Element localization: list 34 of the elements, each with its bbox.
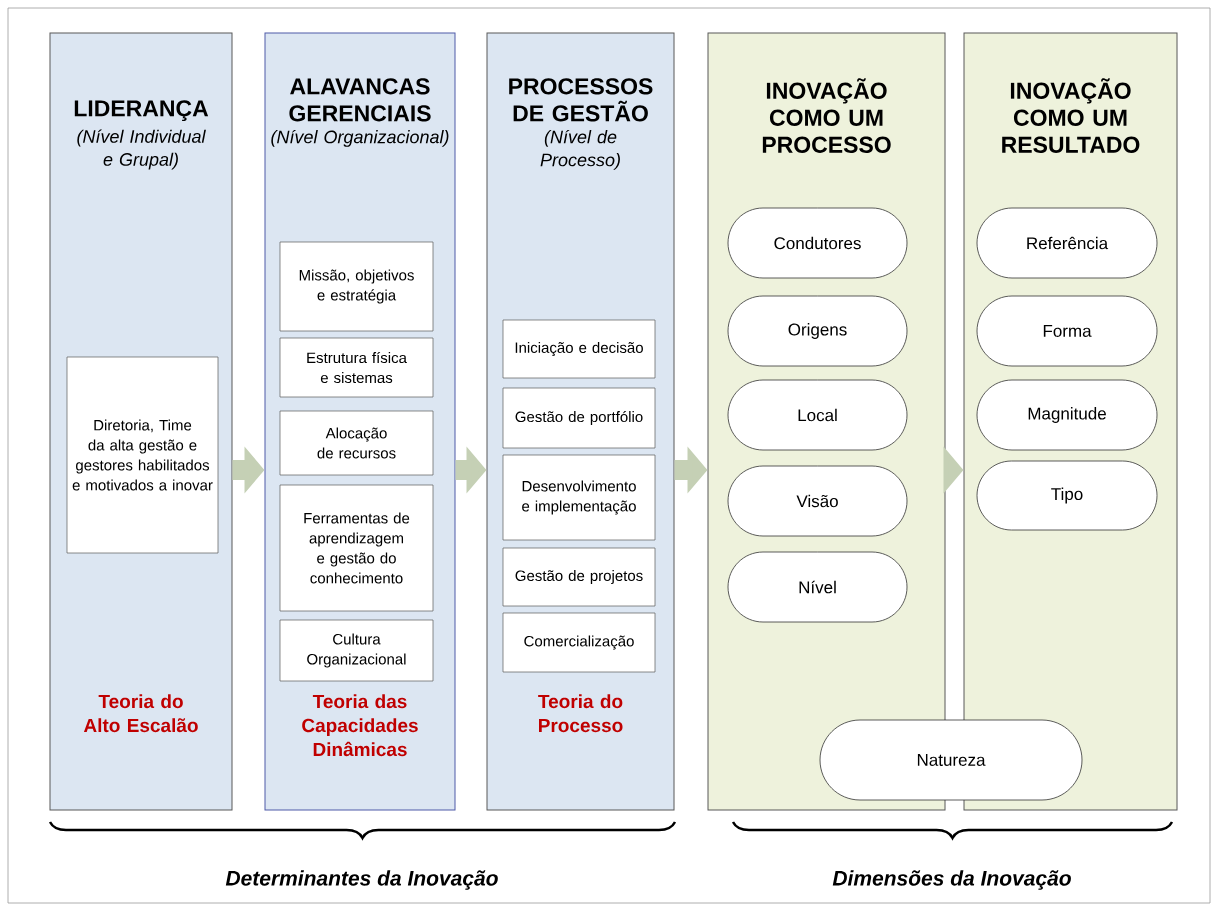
pill-box: Origens xyxy=(727,295,908,367)
text-box: Iniciação e decisão xyxy=(502,319,656,379)
text-box: Gestão de projetos xyxy=(502,547,656,607)
text-box: Comercialização xyxy=(502,612,656,673)
column-heading: INOVAÇÃO COMO UM PROCESSO xyxy=(762,78,891,153)
pill-box: Local xyxy=(727,379,908,451)
column-subtitle: (Nível Individual e Grupal) xyxy=(77,129,206,170)
pill-box: Referência xyxy=(976,207,1158,279)
text-box: Estrutura física e sistemas xyxy=(279,337,434,398)
theory-label: Teoria das Capacidades Dinâmicas xyxy=(302,694,418,757)
pill-box: Forma xyxy=(976,295,1158,367)
pill-box: Nível xyxy=(727,551,908,623)
pill-box: Natureza xyxy=(819,719,1083,801)
group-label: Determinantes da Inovação xyxy=(225,870,498,890)
column-subtitle: (Nível de Processo) xyxy=(540,129,620,170)
text-box: Alocação de recursos xyxy=(279,410,434,476)
text-box: Desenvolvimento e implementação xyxy=(502,454,656,541)
column-heading: INOVAÇÃO COMO UM RESULTADO xyxy=(1002,78,1140,153)
text-box: Missão, objetivos e estratégia xyxy=(279,241,434,332)
column-heading: ALAVANCAS GERENCIAIS xyxy=(289,78,431,122)
column-heading: PROCESSOS DE GESTÃO xyxy=(509,78,653,122)
theory-label: Teoria do Alto Escalão xyxy=(83,694,198,733)
text-box: Cultura Organizacional xyxy=(279,619,434,682)
text-box: Diretoria, Time da alta gestão e gestores habilitados e motivados a inovar xyxy=(66,356,219,554)
group-label: Dimensões da Inovação xyxy=(832,870,1071,890)
text-box: Gestão de portfólio xyxy=(502,387,656,449)
theory-label: Teoria do Processo xyxy=(538,694,623,733)
pill-box: Condutores xyxy=(727,207,908,279)
pill-box: Tipo xyxy=(976,460,1158,531)
text-box: Ferramentas de aprendizagem e gestão do conhecimento xyxy=(279,484,434,612)
pill-box: Visão xyxy=(727,465,908,537)
pill-box: Magnitude xyxy=(976,379,1158,451)
column-heading: LIDERANÇA xyxy=(74,100,209,122)
column-subtitle: (Nível Organizacional) xyxy=(271,129,449,147)
